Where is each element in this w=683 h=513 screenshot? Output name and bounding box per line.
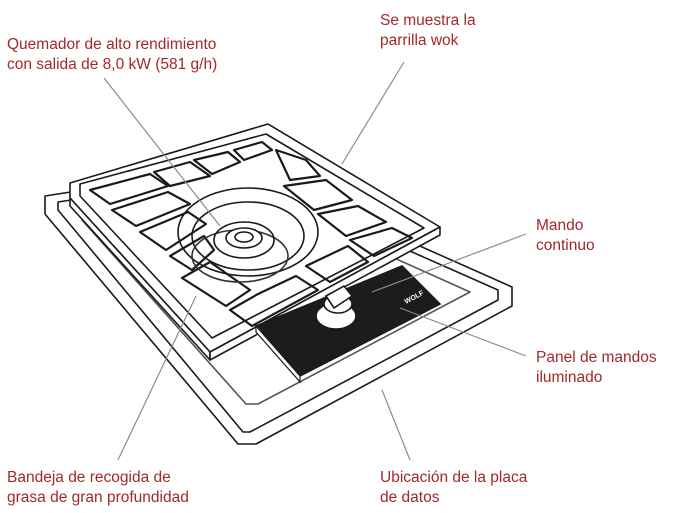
burner-cap [225, 227, 263, 249]
callout-burner: Quemador de alto rendimiento con salida … [7, 35, 217, 75]
control-panel-group: WOLF [254, 265, 442, 384]
wok-ring [177, 187, 319, 277]
leader-burner [103, 77, 221, 227]
leader-tray [117, 295, 197, 461]
callout-plate-line2: de datos [380, 489, 440, 506]
burner-ring [213, 221, 275, 259]
callout-tray-line1: Bandeja de recogida de [7, 469, 171, 486]
callout-wok-grate: Se muestra la parrilla wok [380, 11, 476, 51]
leader-knob [371, 233, 527, 293]
leader-lines [103, 61, 527, 461]
callout-knob: Mando continuo [536, 216, 595, 256]
leader-wok [341, 61, 405, 165]
callout-knob-line1: Mando [536, 217, 584, 234]
callout-burner-line2: con salida de 8,0 kW (581 g/h) [7, 56, 218, 73]
callout-wok-line1: Se muestra la [380, 12, 476, 29]
wok-ring-inner [191, 201, 305, 271]
callout-knob-line2: continuo [536, 237, 595, 254]
leader-panel [399, 307, 527, 357]
callout-panel-line1: Panel de mandos [536, 349, 657, 366]
callout-panel-line2: iluminado [536, 369, 603, 386]
knob-handle [324, 284, 354, 310]
callout-control-panel: Panel de mandos iluminado [536, 348, 657, 388]
burner-center [234, 231, 254, 243]
wok-grate-frame-inner [79, 133, 425, 339]
callout-plate-line1: Ubicación de la placa [380, 469, 528, 486]
leader-plate [381, 389, 411, 461]
callout-tray-line2: grasa de gran profundidad [7, 489, 189, 506]
callout-burner-line1: Quemador de alto rendimiento [7, 36, 217, 53]
callout-drip-tray: Bandeja de recogida de grasa de gran pro… [7, 468, 189, 508]
callout-wok-line2: parrilla wok [380, 32, 459, 49]
callout-data-plate: Ubicación de la placa de datos [380, 468, 527, 508]
control-panel-edge [255, 324, 301, 384]
